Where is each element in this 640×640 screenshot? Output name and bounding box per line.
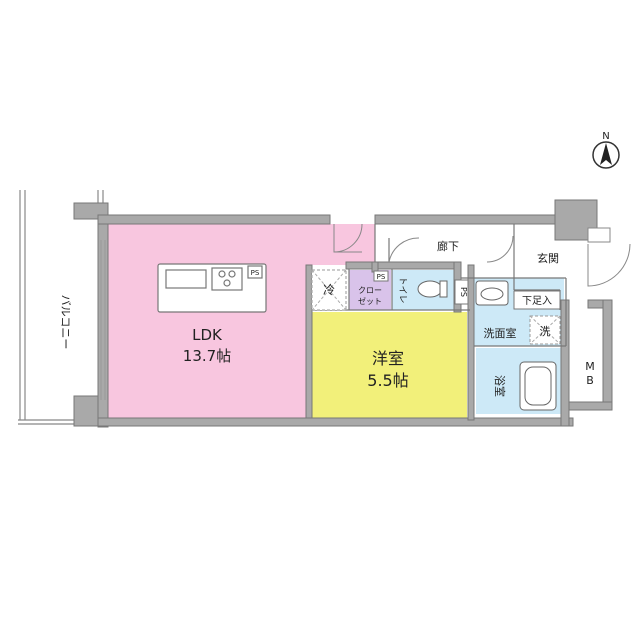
north-arrow-icon (592, 141, 620, 169)
closet-ps-box (373, 270, 389, 282)
entrance-label: 玄関 (537, 251, 559, 265)
toilet-ps-box (454, 279, 469, 305)
window-ldk (100, 240, 106, 400)
bath-label: 浴室 (493, 375, 507, 397)
compass-label: N (602, 131, 609, 142)
walls (73, 199, 613, 428)
washer-label: 洗 (540, 325, 551, 338)
western-room-area (311, 312, 467, 422)
bathtub (519, 361, 557, 411)
ldk-area (108, 224, 306, 420)
ldk-upper-area (306, 224, 375, 265)
ldk-size: 13.7帖 (183, 347, 231, 365)
toilet-ps-label: PS (459, 287, 468, 297)
fridge-space (311, 269, 347, 311)
shoe-box-label: 下足入 (522, 295, 552, 307)
shoe-box (513, 290, 561, 310)
fridge-label: 冷 (323, 283, 335, 297)
toilet-fixture (417, 280, 448, 298)
door-entrance (587, 227, 631, 287)
door-ldk (333, 223, 363, 253)
closet-ps-label: PS (377, 273, 386, 281)
ldk-name: LDK (192, 326, 223, 344)
wash-basin (475, 280, 509, 306)
kitchen-counter (157, 263, 267, 313)
hallway-label: 廊下 (437, 239, 459, 253)
balcony-label: バルコニー (59, 295, 72, 350)
closet-label: クローゼット (358, 286, 382, 306)
western-name: 洋室 (372, 349, 404, 368)
western-size: 5.5帖 (367, 371, 408, 390)
washroom-label: 洗面室 (484, 326, 517, 340)
toilet-label: トイレ (397, 276, 407, 303)
kitchen-ps-label: PS (251, 269, 260, 277)
washer-pan (529, 315, 561, 345)
door-hall (388, 235, 514, 263)
